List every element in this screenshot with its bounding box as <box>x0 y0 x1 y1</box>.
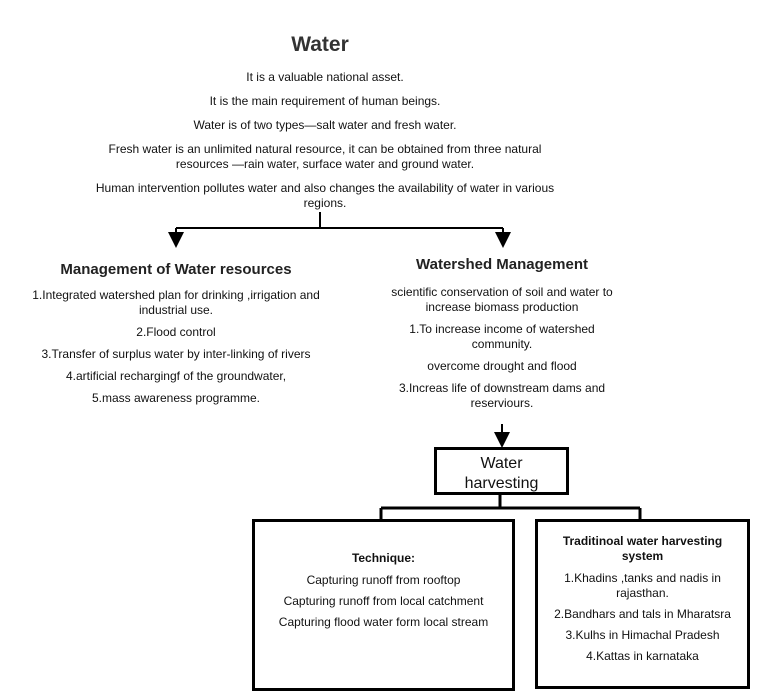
list-item: rajasthan. <box>616 586 669 600</box>
intro-line: Human intervention pollutes water and al… <box>95 181 555 195</box>
list-item: Capturing flood water form local stream <box>278 615 489 629</box>
page-title: Water <box>291 33 349 56</box>
water-resources-heading: Management of Water resources <box>60 261 292 278</box>
list-item: 5.mass awareness programme. <box>91 391 261 405</box>
list-item: 2.Bandhars and tals in Mharatsra <box>554 607 731 621</box>
list-item: industrial use. <box>138 303 214 317</box>
intro-line: resources —rain water, surface water and… <box>175 157 475 171</box>
watershed-section: Watershed Management scientific conserva… <box>362 256 642 411</box>
technique-box: Technique: Capturing runoff from rooftop… <box>252 519 515 691</box>
intro-line: regions. <box>303 196 347 210</box>
list-item: 3.Kulhs in Himachal Pradesh <box>565 628 720 642</box>
list-item: 1.Khadins ,tanks and nadis in <box>564 571 721 585</box>
water-resources-section: Management of Water resources 1.Integrat… <box>0 261 352 406</box>
watershed-heading: Watershed Management <box>416 256 588 273</box>
water-harvesting-box: Water harvesting <box>434 447 569 495</box>
list-item: 4.artificial rechargingf of the groundwa… <box>65 369 287 383</box>
traditional-title: Traditinoal water harvesting <box>562 534 723 548</box>
list-item: increase biomass production <box>425 300 579 314</box>
list-item: 3.Transfer of surplus water by inter-lin… <box>41 347 311 361</box>
list-item: 3.Increas life of downstream dams and <box>398 381 606 395</box>
intro-line: It is a valuable national asset. <box>246 70 404 84</box>
list-item: 4.Kattas in karnataka <box>586 649 699 663</box>
list-item: reserviours. <box>470 396 534 410</box>
list-item: 1.To increase income of watershed <box>409 322 595 336</box>
technique-title: Technique: <box>351 551 416 565</box>
list-item: Capturing runoff from rooftop <box>306 573 461 587</box>
intro-line: Water is of two types—salt water and fre… <box>193 118 457 132</box>
intro-line: Fresh water is an unlimited natural reso… <box>108 142 542 156</box>
water-harvesting-label: harvesting <box>464 475 539 492</box>
water-harvesting-label: Water <box>480 455 523 472</box>
traditional-harvesting-box: Traditinoal water harvesting system 1.Kh… <box>535 519 750 689</box>
list-item: community. <box>471 337 533 351</box>
list-item: Capturing runoff from local catchment <box>283 594 484 608</box>
list-item: scientific conservation of soil and wate… <box>391 285 613 299</box>
intro-block: It is a valuable national asset. It is t… <box>20 70 630 211</box>
list-item: 1.Integrated watershed plan for drinking… <box>32 288 320 302</box>
intro-line: It is the main requirement of human bein… <box>209 94 441 108</box>
traditional-title: system <box>621 549 664 563</box>
list-item: overcome drought and flood <box>427 359 577 373</box>
list-item: 2.Flood control <box>136 325 216 339</box>
